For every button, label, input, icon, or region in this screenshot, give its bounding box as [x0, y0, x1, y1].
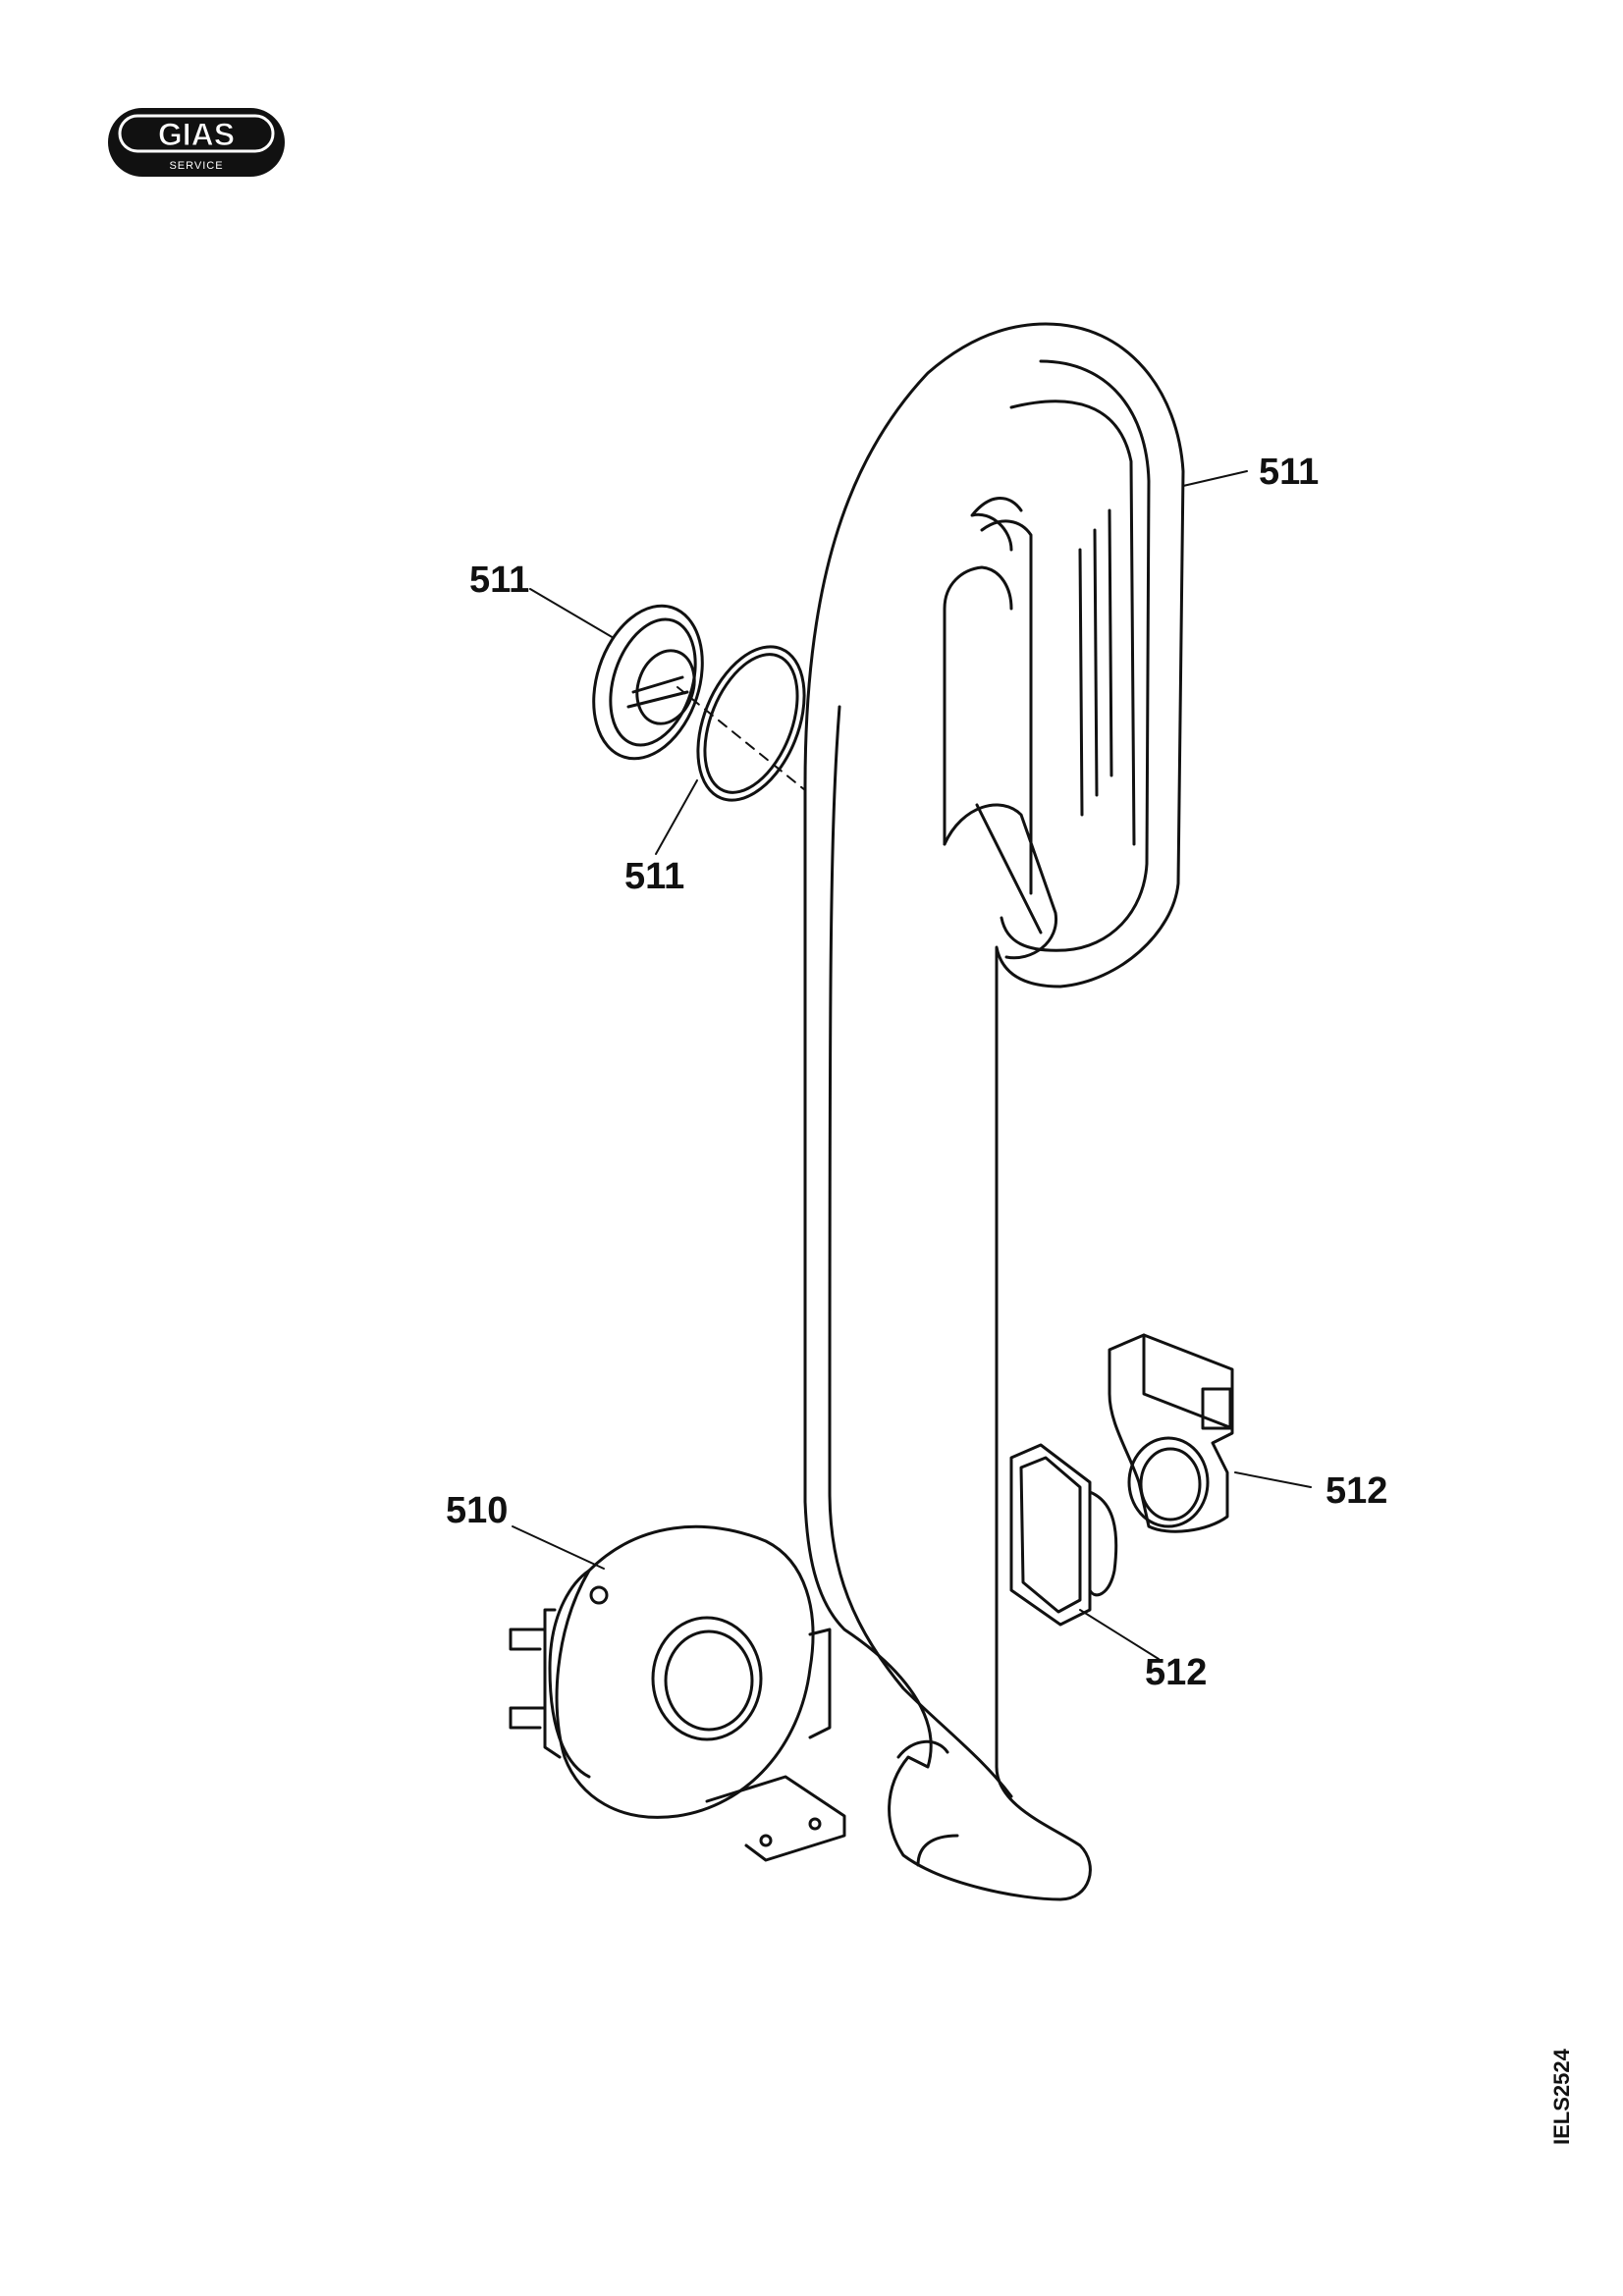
svg-text:GIAS: GIAS — [158, 117, 235, 152]
blower-fan-motor — [509, 1524, 846, 1862]
duct-end-cap — [592, 604, 704, 761]
callout-ring: 511 — [624, 856, 685, 897]
leader-fan-outlet — [1234, 1471, 1312, 1488]
leader-cap — [529, 588, 615, 639]
fan-outlet-housing — [1108, 1333, 1234, 1533]
leader-duct-right — [1182, 470, 1248, 487]
brand-logo: GIAS SERVICE — [106, 106, 287, 179]
callout-blower: 510 — [446, 1490, 509, 1531]
document-reference: IELS2524 — [1549, 2049, 1574, 2145]
leader-adapter — [1079, 1609, 1160, 1660]
callout-adapter: 512 — [1145, 1652, 1208, 1693]
callout-fan-outlet: 512 — [1325, 1470, 1388, 1512]
gasket-ring — [696, 645, 806, 802]
leader-ring — [655, 779, 698, 855]
svg-text:SERVICE: SERVICE — [169, 160, 223, 172]
leader-blower — [512, 1525, 605, 1570]
callout-duct: 511 — [1259, 452, 1320, 493]
duct-adapter — [1009, 1443, 1118, 1627]
air-duct — [803, 322, 1185, 1901]
callout-cap: 511 — [469, 560, 530, 601]
